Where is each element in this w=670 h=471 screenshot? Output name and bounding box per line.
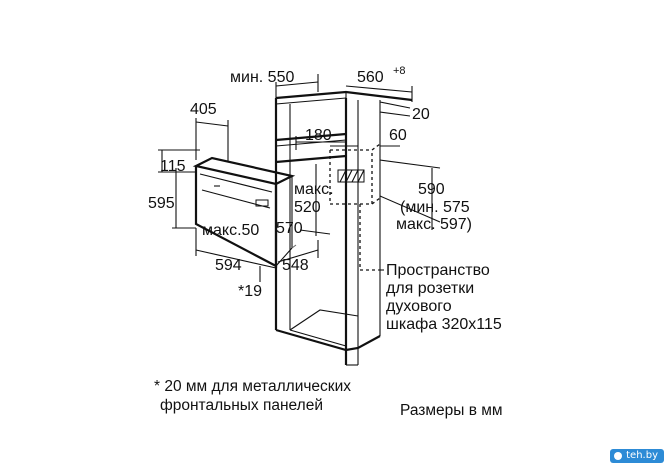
units-label: Размеры в мм: [400, 402, 503, 419]
dim-115: 115: [160, 158, 186, 175]
dim-max-50: макс.50: [202, 222, 259, 239]
dim-max-520-line2: 520: [294, 199, 321, 216]
dim-548: 548: [282, 257, 309, 274]
dim-595: 595: [148, 195, 175, 212]
footnote-line-1: * 20 мм для металлических: [154, 378, 351, 395]
dim-max-597: макс. 597): [396, 216, 472, 233]
dim-180: 180: [305, 127, 332, 144]
dimension-lines: [158, 74, 441, 282]
oven-outline: [192, 156, 297, 268]
dim-20: 20: [412, 106, 430, 123]
dim-star-19: *19: [238, 283, 262, 300]
dim-594: 594: [215, 257, 242, 274]
footnote: * 20 мм для металлических фронтальных па…: [154, 378, 351, 414]
dim-560: 560: [357, 69, 384, 86]
dim-590: 590: [418, 181, 445, 198]
dim-570: 570: [276, 220, 303, 237]
socket-note-line-1: Пространство: [386, 262, 490, 279]
watermark-badge: teh.by: [610, 449, 664, 463]
socket-space-outline: [329, 143, 381, 271]
watermark-text: teh.by: [626, 450, 658, 461]
socket-note: Пространство для розетки духового шкафа …: [386, 262, 502, 333]
dim-405: 405: [190, 101, 217, 118]
dim-min-550: мин. 550: [230, 69, 294, 86]
socket-note-line-2: для розетки: [386, 280, 474, 297]
watermark-logo-icon: [614, 452, 623, 460]
dim-min-575: (мин. 575: [400, 199, 470, 216]
socket-note-line-3: духового: [386, 298, 452, 315]
dim-max-520-line1: макс.: [294, 181, 334, 198]
dimension-labels: мин. 550 560 +8 20 405 180 60 115 макс. …: [148, 65, 472, 300]
socket-note-line-4: шкафа 320x115: [386, 316, 502, 333]
dim-560-tolerance: +8: [393, 65, 406, 77]
footnote-line-2: фронтальных панелей: [160, 397, 323, 414]
dim-60: 60: [389, 127, 407, 144]
